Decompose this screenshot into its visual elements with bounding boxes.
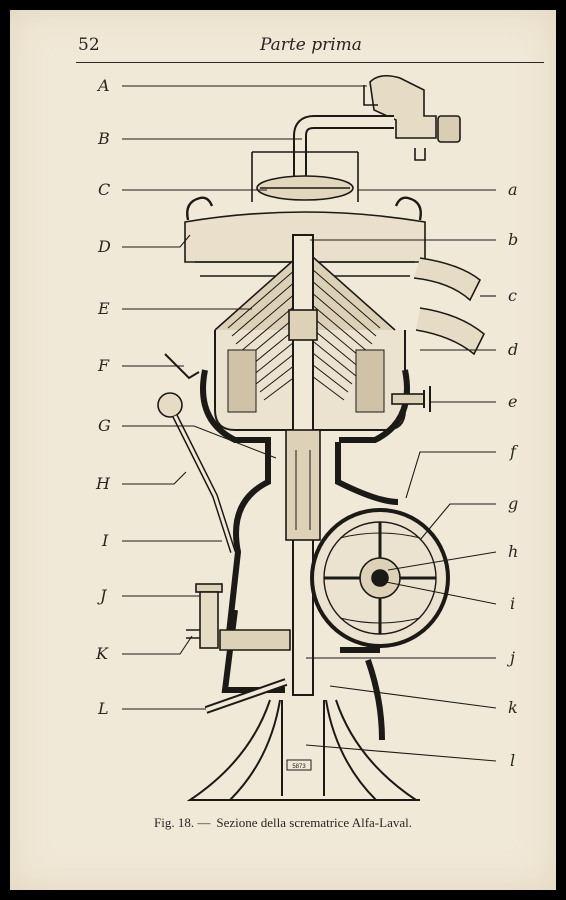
right-labels: a b c d e f g h i j k l [507,180,519,770]
cream-spout [413,257,482,302]
label-k: k [508,698,518,717]
label-L: L [97,699,109,718]
figure-caption: Fig. 18. — Sezione della scrematrice Alfa… [10,815,556,831]
page-number: 52 [78,35,100,55]
label-D: D [97,237,111,256]
plate-stamp: 5873 [292,764,306,770]
drive-gear-wheel [310,508,450,648]
label-I: I [101,531,109,550]
label-h: h [508,542,518,561]
label-j: j [507,648,515,667]
separator-cross-section-illustration: 5873 A B C D E F G H I J K L a b c d e f… [95,74,519,801]
label-d: d [508,340,518,359]
label-g: g [508,494,518,513]
book-page: 52 Parte prima [10,10,556,890]
oil-cup [186,583,223,649]
caption-text: Sezione della scrematrice Alfa-Laval. [216,815,412,830]
label-a: a [508,180,518,199]
label-G: G [98,416,111,435]
leader-lines-right [305,189,497,762]
latch-lever [164,353,200,380]
supply-can [251,152,359,202]
label-K: K [95,644,109,663]
side-valve [391,386,431,412]
running-head: Parte prima [260,35,362,55]
label-C: C [98,180,110,199]
plate-stamp-box [286,759,312,771]
label-H: H [95,474,111,493]
label-E: E [97,299,110,318]
stand-legs [186,659,420,801]
label-b: b [508,230,518,249]
label-A: A [96,76,110,95]
crank-handle [157,392,236,553]
left-labels: A B C D E F G H I J K L [95,76,111,718]
skim-milk-spout [415,307,485,356]
spindle [285,234,321,696]
label-e: e [508,392,517,411]
label-l: l [510,751,515,770]
leader-lines-left [122,85,367,710]
label-c: c [508,286,517,305]
label-F: F [97,356,110,375]
lower-housing [219,629,291,651]
label-i: i [510,594,515,613]
label-B: B [97,129,110,148]
header-rule [76,62,544,63]
figure-number: Fig. 18. — [154,815,211,830]
label-J: J [97,586,108,605]
supply-tap [363,74,461,161]
label-f: f [509,442,519,461]
